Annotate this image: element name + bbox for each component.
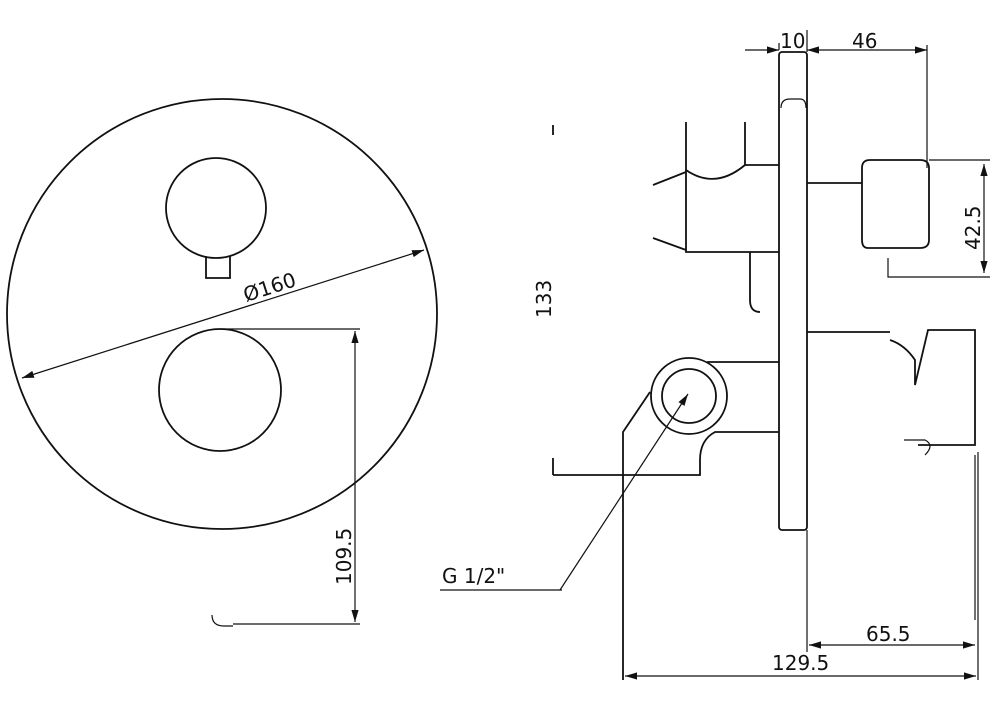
dim-109-5-label: 109.5 (332, 528, 356, 585)
upper-handle (807, 159, 930, 249)
bottom-handle-hint (211, 614, 233, 627)
wall-plate (778, 51, 808, 531)
dim-129-5-label: 129.5 (772, 651, 829, 675)
valve-upper-body (685, 170, 779, 253)
valve-break-lines (652, 171, 687, 251)
valve-spout (749, 252, 761, 313)
dim-46-label: 46 (852, 29, 877, 53)
inlet-outline (622, 391, 651, 680)
valve-lower-body (553, 361, 779, 476)
dim-10-label: 10 (780, 29, 805, 53)
valve-upper-curve (685, 122, 746, 180)
cover-plate-outline (6, 98, 438, 530)
dim-65-5-label: 65.5 (866, 622, 911, 646)
lower-handle-tip (904, 439, 931, 456)
inlet-outer (650, 357, 728, 435)
diameter-dimension-line (21, 249, 425, 379)
upper-handle-base (887, 258, 990, 278)
upper-knob-stem (205, 256, 231, 279)
side-view: 10 46 42.5 G 1/2" 133 65.5 (440, 29, 990, 680)
thread-label: G 1/2" (442, 564, 505, 588)
lower-handle (889, 329, 976, 446)
dim-42-5-label: 42.5 (961, 205, 985, 250)
dim-133-label: 133 (532, 280, 556, 318)
diameter-label: Ø160 (240, 268, 299, 307)
valve-upper-right (744, 122, 779, 166)
front-view: Ø160 109.5 (6, 98, 438, 627)
thread-leader (559, 393, 689, 591)
upper-knob (165, 157, 267, 259)
lower-knob (158, 328, 282, 452)
inlet-inner (661, 368, 717, 424)
plate-inner-edge (780, 98, 807, 109)
